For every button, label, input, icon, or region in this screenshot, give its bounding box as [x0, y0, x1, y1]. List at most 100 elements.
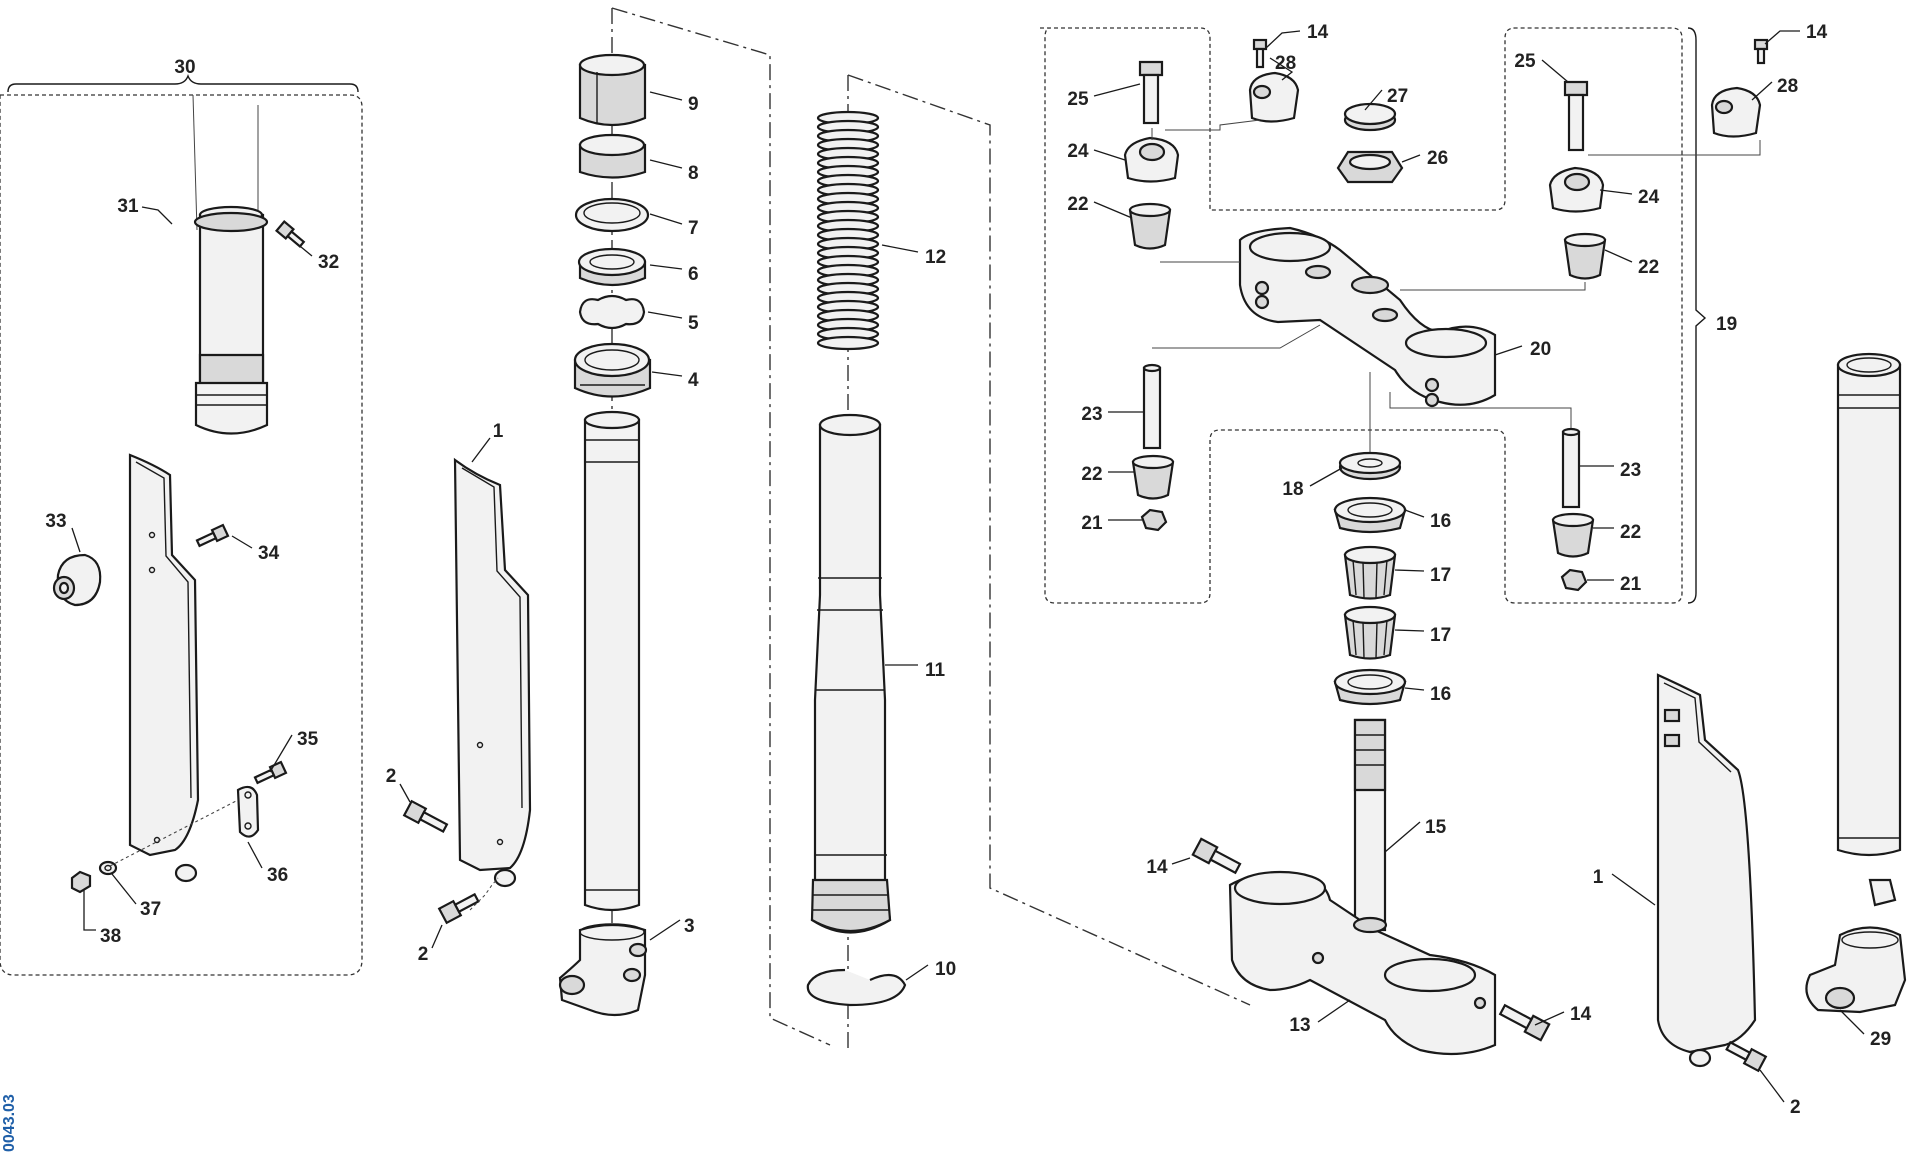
callout-22: 22 [1067, 194, 1088, 215]
leader-line-25 [1093, 83, 1141, 97]
callout-6: 6 [688, 264, 699, 285]
callout-29: 29 [1870, 1029, 1891, 1050]
nut-21b [1560, 568, 1588, 592]
callout-8: 8 [688, 163, 699, 184]
callout-22: 22 [1081, 464, 1102, 485]
leader-line-6 [649, 264, 683, 270]
callout-13: 13 [1289, 1015, 1310, 1036]
callout-11: 11 [925, 660, 946, 681]
leader-line-16 [1404, 687, 1425, 691]
washer-18 [1338, 451, 1402, 481]
leader-line-1 [471, 437, 491, 463]
bolt-25a [1138, 60, 1164, 125]
leader-line-22 [1093, 201, 1133, 219]
bushing-8 [578, 133, 647, 179]
callout-2: 2 [386, 766, 397, 787]
callout-28: 28 [1777, 76, 1798, 97]
document-reference-code: 0043.03 [1, 1094, 18, 1152]
screw-34 [195, 523, 230, 548]
bearing-17a [1343, 545, 1397, 600]
group-30-bracket [7, 74, 359, 93]
callout-16: 16 [1430, 511, 1451, 532]
leader-line-17 [1394, 629, 1425, 632]
leader-line-36 [247, 841, 263, 869]
spring-coil [816, 335, 880, 351]
leader-line-20 [1494, 345, 1523, 356]
fork-guard-30 [128, 453, 200, 857]
screw-14d [1498, 1003, 1551, 1042]
callout-9: 9 [688, 94, 699, 115]
callout-14: 14 [1146, 857, 1168, 878]
callout-31: 31 [117, 196, 139, 217]
leader-line-1 [1611, 873, 1656, 906]
outer-tube-11 [810, 413, 892, 934]
callout-17: 17 [1430, 625, 1451, 646]
damper-22c [1131, 454, 1175, 500]
callout-20: 20 [1530, 339, 1551, 360]
callout-21: 21 [1081, 513, 1103, 534]
screw-2c [1725, 1040, 1768, 1073]
leader-line-27 [1364, 89, 1383, 111]
circlip-10 [806, 968, 907, 1007]
screw-14b [1753, 38, 1769, 65]
screw-14c [1191, 837, 1242, 875]
inner-tube-stack [558, 7, 831, 1046]
callout-38: 38 [100, 926, 121, 947]
callout-23: 23 [1081, 404, 1102, 425]
screw-35 [253, 760, 288, 785]
leader-line-15 [1384, 821, 1421, 853]
spring-12 [816, 110, 880, 351]
leader-line-13 [1317, 999, 1351, 1023]
leader-line-17 [1394, 569, 1425, 572]
seal-6 [577, 247, 647, 287]
screw-2b [437, 892, 480, 925]
leader-line-2 [431, 924, 443, 949]
callout-28: 28 [1275, 53, 1296, 74]
callout-17: 17 [1430, 565, 1451, 586]
callout-5: 5 [688, 313, 699, 334]
callout-12: 12 [925, 247, 946, 268]
leader-line-35 [269, 734, 293, 773]
nut-38 [70, 870, 92, 894]
leader-line-16 [1404, 509, 1425, 518]
damper-22b [1563, 232, 1607, 280]
callout-36: 36 [267, 865, 288, 886]
callout-16: 16 [1430, 684, 1451, 705]
leader-line-31 [141, 206, 173, 225]
dust-seal-4 [573, 342, 652, 398]
callout-2: 2 [418, 944, 429, 965]
leader-line-3 [649, 919, 681, 941]
callout-24: 24 [1638, 187, 1660, 208]
callout-25: 25 [1514, 51, 1536, 72]
leader-line-10 [905, 964, 929, 981]
outer-tube-stack [806, 74, 1251, 1050]
callout-7: 7 [688, 218, 699, 239]
leader-line-29 [1839, 1009, 1865, 1035]
leader-line-26 [1401, 154, 1421, 163]
axle-clamp-3 [558, 923, 648, 1017]
callout-34: 34 [258, 543, 280, 564]
callout-32: 32 [318, 252, 339, 273]
callout-1: 1 [493, 421, 504, 442]
callout-1: 1 [1593, 867, 1604, 888]
clamp-28a [1248, 71, 1300, 123]
nut-26 [1336, 150, 1404, 184]
leader-line-2 [399, 783, 411, 803]
right-fork-assembly [1656, 352, 1907, 1073]
callout-labels: 3031323334353637381229876543121110142825… [45, 22, 1891, 1118]
callout-21: 21 [1620, 574, 1642, 595]
leader-line-8 [649, 159, 683, 169]
callout-19: 19 [1716, 314, 1737, 335]
bushing-9 [578, 53, 647, 127]
clamp-24a [1123, 136, 1180, 183]
leader-line-4 [651, 371, 683, 377]
leader-line-33 [71, 527, 81, 553]
retaining-clip-5 [578, 294, 646, 330]
clamp-36 [236, 785, 260, 838]
lower-triple-clamp-13 [1228, 718, 1497, 1056]
callout-23: 23 [1620, 460, 1641, 481]
leader-line-7 [649, 213, 683, 225]
callout-27: 27 [1387, 86, 1408, 107]
leader-line-32 [294, 241, 313, 257]
screw-2a [402, 799, 449, 833]
